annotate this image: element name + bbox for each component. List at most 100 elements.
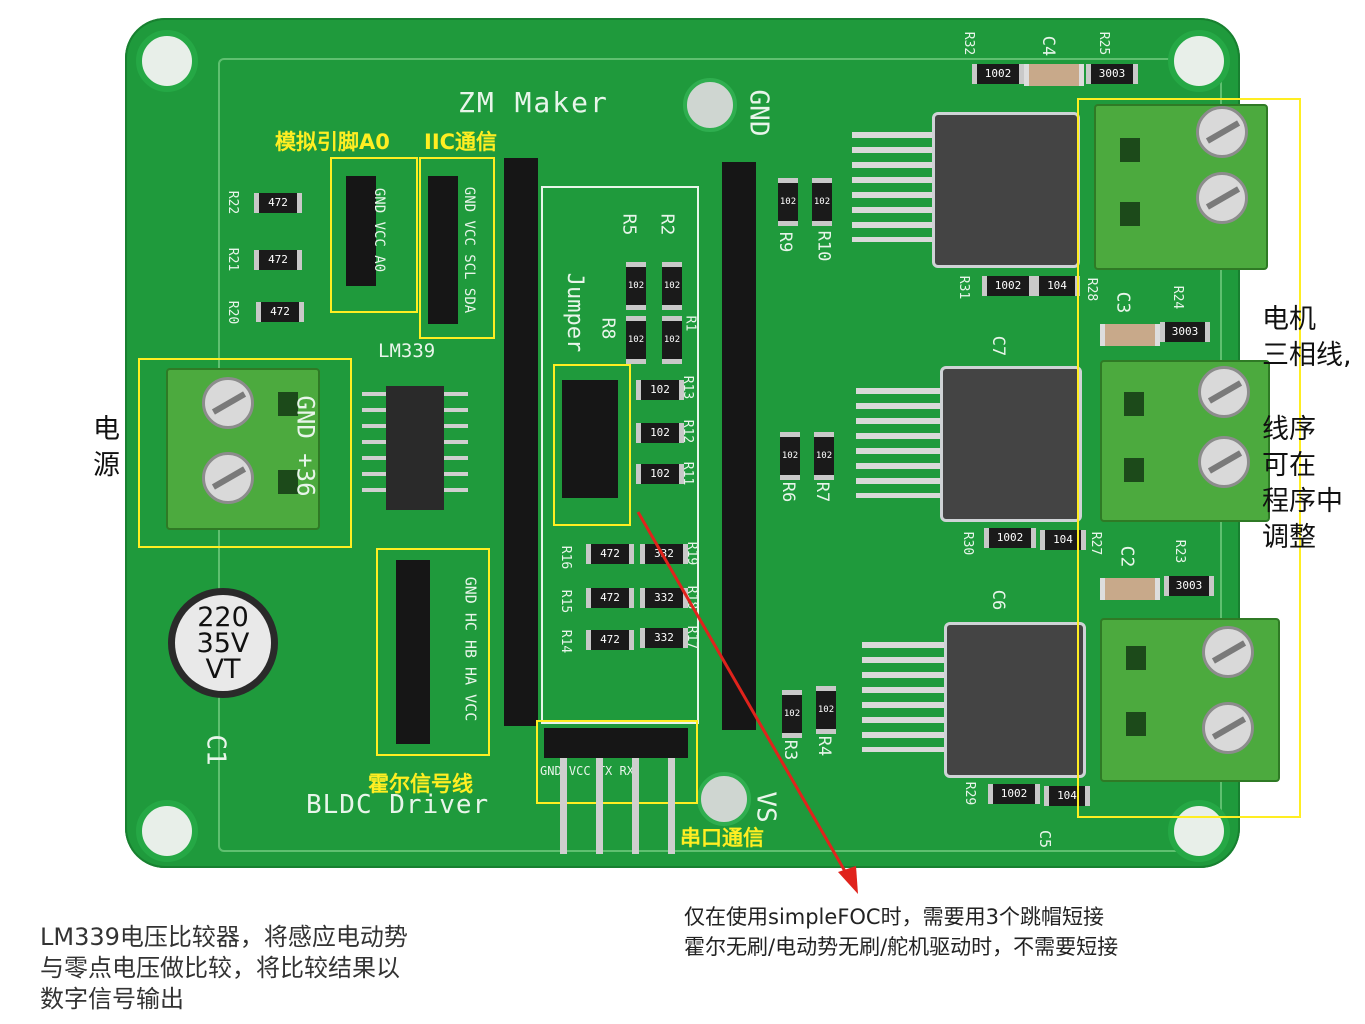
board-subtitle: BLDC Driver <box>306 790 490 820</box>
motor-slot <box>1126 712 1146 736</box>
iic-header <box>428 176 458 324</box>
mosfet-3 <box>944 622 1086 778</box>
resistor-r17: 332 <box>640 628 688 648</box>
analog-pin-annotation: 模拟引脚A0 <box>275 130 390 154</box>
jumper-caption-1: 仅在使用simpleFOC时，需要用3个跳帽短接 <box>684 905 1104 929</box>
resistor-r23: 3003 <box>1164 576 1214 596</box>
analog-header <box>346 176 376 286</box>
mosfet-1 <box>932 112 1080 268</box>
electrolytic-capacitor: 220 35V VT <box>168 588 278 698</box>
resistor-102: 102 <box>662 262 682 310</box>
cap-series: VT <box>205 654 241 685</box>
resistor-r11: 102 <box>636 464 684 484</box>
resistor-r14: 472 <box>586 630 634 650</box>
resistor-r31: 1002 <box>982 276 1034 296</box>
resistor-r16: 472 <box>586 544 634 564</box>
vs-hole <box>697 772 751 826</box>
jumper-box <box>553 364 631 526</box>
resistor-r21: 472 <box>254 250 302 270</box>
power-screw <box>202 377 254 429</box>
motor-annotation-7: 调整 <box>1262 522 1316 553</box>
left-long-header <box>504 158 538 726</box>
power-screw <box>202 452 254 504</box>
resistor-r18: 332 <box>640 588 688 608</box>
motor-box <box>1077 98 1301 818</box>
resistor-r29: 1002 <box>988 784 1040 804</box>
lm339-caption-2: 与零点电压做比较，将比较结果以 <box>40 954 400 982</box>
resistor-r12: 102 <box>636 423 684 443</box>
resistor-r24: 3003 <box>1160 322 1210 342</box>
motor-screw <box>1202 626 1254 678</box>
jumper-outline <box>541 186 699 724</box>
power-slot <box>278 470 298 494</box>
iic-annotation: IIC通信 <box>424 130 498 154</box>
mosfet-legs <box>862 642 948 752</box>
resistor-102: 102 <box>626 316 646 364</box>
capacitor-c4 <box>1024 64 1084 86</box>
motor-screw <box>1202 702 1254 754</box>
mosfet-legs <box>852 132 932 242</box>
mounting-hole <box>1168 800 1230 862</box>
serial-header <box>544 728 688 758</box>
power-slot <box>278 392 298 416</box>
motor-annotation-4: 线序 <box>1262 414 1316 445</box>
serial-pin <box>560 758 567 854</box>
resistor-r9: 102 <box>778 178 798 226</box>
jumper-header <box>562 380 618 498</box>
serial-pin <box>632 758 639 854</box>
capacitor-c3 <box>1100 324 1160 346</box>
serial-pin <box>668 758 675 854</box>
mosfet-2 <box>940 366 1082 522</box>
lm339-caption-3: 数字信号输出 <box>40 985 184 1013</box>
motor-annotation-2: 三相线, <box>1262 340 1352 371</box>
motor-screw <box>1196 172 1248 224</box>
lm339-silk: LM339 <box>378 340 436 362</box>
board-title: ZM Maker <box>458 86 609 119</box>
cap-voltage: 35V <box>196 628 250 659</box>
motor-slot <box>1120 138 1140 162</box>
serial-annotation: 串口通信 <box>680 826 764 850</box>
lm339-chip <box>386 386 444 510</box>
mounting-hole <box>1168 30 1230 92</box>
motor-annotation-6: 程序中 <box>1262 486 1343 517</box>
power-annotation-2: 源 <box>93 450 120 481</box>
mosfet-legs <box>856 388 942 498</box>
cap-value: 220 <box>197 602 249 633</box>
jumper-caption-2: 霍尔无刷/电动势无刷/舵机驱动时，不需要短接 <box>684 935 1119 959</box>
resistor-104: 104 <box>1040 530 1086 550</box>
resistor-102: 102 <box>626 262 646 310</box>
power-annotation-1: 电 <box>93 414 120 445</box>
power-box <box>138 358 352 548</box>
hall-header <box>396 560 430 744</box>
resistor-r4: 102 <box>816 686 836 734</box>
analog-pin-box <box>330 157 418 313</box>
resistor-r20: 472 <box>256 302 304 322</box>
motor-slot <box>1124 392 1144 416</box>
motor-screw <box>1198 436 1250 488</box>
mounting-hole <box>136 800 198 862</box>
motor-slot <box>1126 646 1146 670</box>
resistor-r25: 3003 <box>1086 64 1138 84</box>
resistor-r3: 102 <box>782 690 802 738</box>
capacitor-top: 220 35V VT <box>175 595 271 691</box>
serial-box <box>536 720 698 804</box>
motor-screw <box>1196 106 1248 158</box>
motor-annotation-1: 电机 <box>1262 304 1316 335</box>
resistor-r13: 102 <box>636 380 684 400</box>
hall-annotation: 霍尔信号线 <box>368 772 473 796</box>
resistor-r7: 102 <box>814 432 834 480</box>
resistor-r6: 102 <box>780 432 800 480</box>
iic-box <box>419 157 495 339</box>
chip-pins-right <box>444 392 468 502</box>
motor-annotation-5: 可在 <box>1262 450 1316 481</box>
resistor-r22: 472 <box>254 193 302 213</box>
mounting-hole <box>136 30 198 92</box>
motor-screw <box>1198 366 1250 418</box>
resistor-r10: 102 <box>812 178 832 226</box>
gnd-hole <box>683 78 737 132</box>
right-long-header <box>722 162 756 730</box>
motor-slot <box>1120 202 1140 226</box>
motor-slot <box>1124 458 1144 482</box>
lm339-caption-1: LM339电压比较器，将感应电动势 <box>40 923 408 951</box>
